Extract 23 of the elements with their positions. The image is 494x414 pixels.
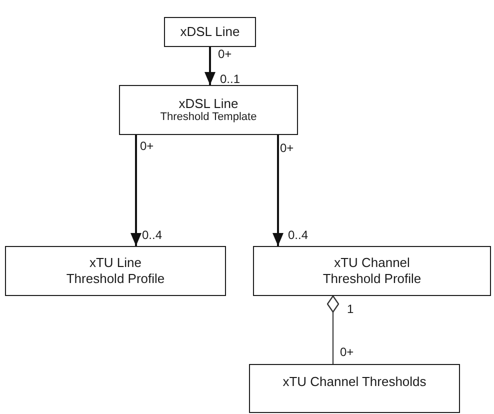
multiplicity-label: 1 [347, 302, 354, 316]
class-name: xTU Channel Threshold Profile [322, 255, 422, 287]
aggregation-line [326, 295, 340, 364]
class-name: xTU Line Threshold Profile [65, 255, 166, 287]
class-box [249, 364, 460, 413]
class-box [164, 17, 256, 47]
class-name: xDSL Line [178, 96, 238, 112]
class-box [253, 246, 491, 296]
class-box [119, 85, 298, 135]
arrow [272, 135, 284, 246]
class-box [5, 246, 226, 296]
arrow [130, 135, 142, 246]
multiplicity-label: 0+ [140, 139, 154, 153]
multiplicity-label: 0..1 [220, 72, 240, 86]
multiplicity-label: 0..4 [288, 228, 308, 242]
class-name: xDSL Line [180, 24, 240, 40]
multiplicity-label: 0..4 [142, 228, 162, 242]
multiplicity-label: 0+ [218, 47, 232, 61]
multiplicity-label: 0+ [280, 141, 294, 155]
class-name: xTU Channel Thresholds [282, 374, 426, 390]
multiplicity-label: 0+ [340, 345, 354, 359]
arrow [204, 47, 216, 85]
class-subtitle: Threshold Template [160, 111, 257, 124]
